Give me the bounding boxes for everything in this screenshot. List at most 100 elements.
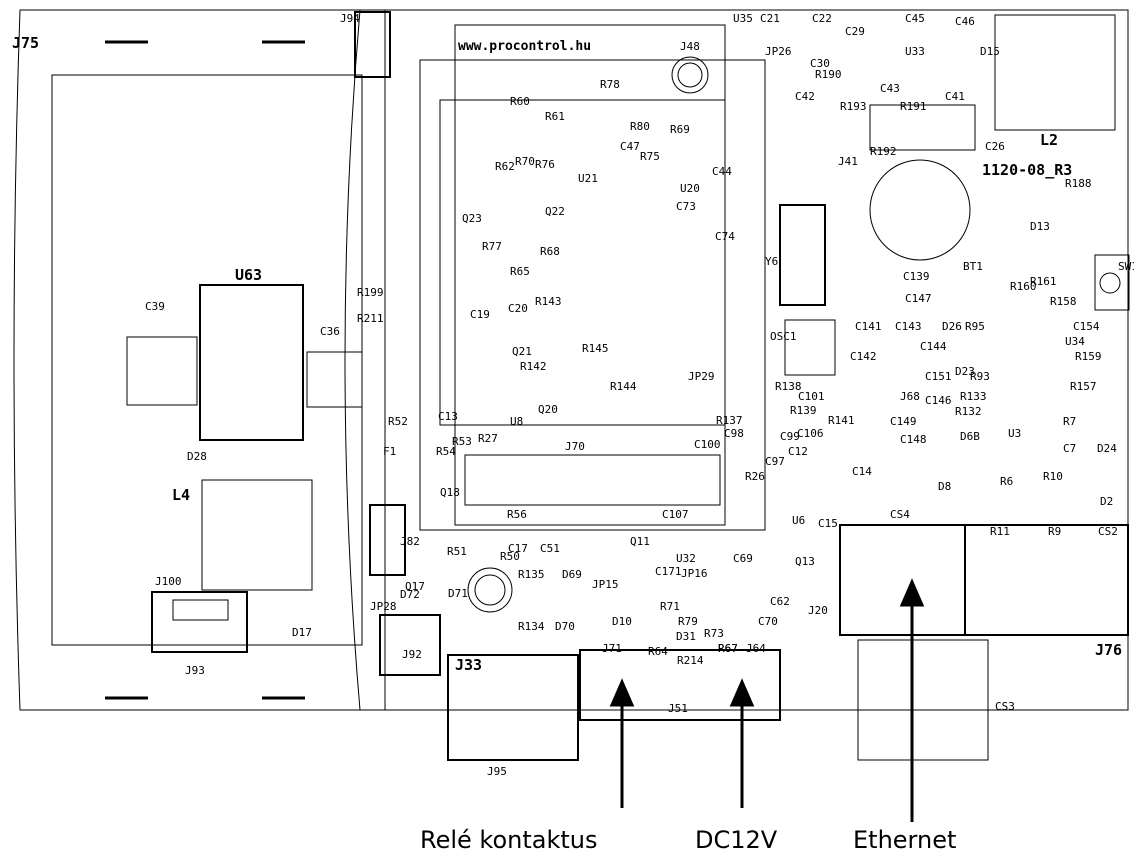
caption-relay: Relé kontaktus [420, 826, 598, 854]
component-label-c41: C41 [945, 90, 965, 103]
component-big-j33: J33 [455, 656, 482, 674]
component-label-bt1: BT1 [963, 260, 983, 273]
component-label-c70: C70 [758, 615, 778, 628]
component-label-c62: C62 [770, 595, 790, 608]
component-label-j95: J95 [487, 765, 507, 778]
component-label-y6: Y6 [765, 255, 778, 268]
component-label-r133: R133 [960, 390, 987, 403]
component-label-r67: R67 [718, 642, 738, 655]
component-label-r70: R70 [515, 155, 535, 168]
component-label-q21: Q21 [512, 345, 532, 358]
component-label-c74: C74 [715, 230, 735, 243]
component-label-r160: R160 [1010, 280, 1037, 293]
component-label-c144: C144 [920, 340, 947, 353]
component-label-jp26: JP26 [765, 45, 792, 58]
component-label-c69: C69 [733, 552, 753, 565]
component-label-c73: C73 [676, 200, 696, 213]
component-big-u63: U63 [235, 266, 262, 284]
component-label-j92: J92 [402, 648, 422, 661]
component-label-c26: C26 [985, 140, 1005, 153]
component-label-c29: C29 [845, 25, 865, 38]
component-label-c47: C47 [620, 140, 640, 153]
component-label-r64: R64 [648, 645, 668, 658]
component-label-j48: J48 [680, 40, 700, 53]
component-label-q18: Q18 [440, 486, 460, 499]
left-module [105, 40, 363, 700]
board-outline [13, 9, 1129, 711]
component-label-d10: D10 [612, 615, 632, 628]
component-label-j93: J93 [185, 664, 205, 677]
component-label-r144: R144 [610, 380, 637, 393]
component-label-r135: R135 [518, 568, 545, 581]
component-label-r95: R95 [965, 320, 985, 333]
component-label-r192: R192 [870, 145, 897, 158]
component-label-r60: R60 [510, 95, 530, 108]
component-label-cs3: CS3 [995, 700, 1015, 713]
component-label-r71: R71 [660, 600, 680, 613]
component-label-jp28: JP28 [370, 600, 397, 613]
component-label-c171: C171 [655, 565, 682, 578]
component-label-c20: C20 [508, 302, 528, 315]
component-label-c151: C151 [925, 370, 952, 383]
component-label-u33: U33 [905, 45, 925, 58]
component-label-r11: R11 [990, 525, 1010, 538]
component-label-jp16: JP16 [681, 567, 708, 580]
component-label-r134: R134 [518, 620, 545, 633]
component-label-cs2: CS2 [1098, 525, 1118, 538]
component-label-r199: R199 [357, 286, 384, 299]
component-label-c154: C154 [1073, 320, 1100, 333]
component-label-r161: R161 [1030, 275, 1057, 288]
component-label-r51: R51 [447, 545, 467, 558]
url-label: www.procontrol.hu [458, 39, 591, 54]
component-label-r139: R139 [790, 404, 817, 417]
component-label-r65: R65 [510, 265, 530, 278]
component-label-c17: C17 [508, 542, 528, 555]
component-label-c141: C141 [855, 320, 882, 333]
component-label-c139: C139 [903, 270, 930, 283]
component-label-q17: Q17 [405, 580, 425, 593]
component-label-c43: C43 [880, 82, 900, 95]
caption-dc12v: DC12V [695, 826, 778, 854]
component-label-c12: C12 [788, 445, 808, 458]
component-label-c39: C39 [145, 300, 165, 313]
component-label-c13: C13 [438, 410, 458, 423]
component-label-r56: R56 [507, 508, 527, 521]
component-label-q20: Q20 [538, 403, 558, 416]
component-label-r159: R159 [1075, 350, 1102, 363]
component-label-osc1: OSC1 [770, 330, 797, 343]
component-label-d2: D2 [1100, 495, 1113, 508]
component-label-f1: F1 [383, 445, 396, 458]
component-label-d26: D26 [942, 320, 962, 333]
component-label-r52: R52 [388, 415, 408, 428]
component-label-r143: R143 [535, 295, 562, 308]
component-label-j94: J94 [340, 12, 360, 25]
component-label-j100: J100 [155, 575, 182, 588]
component-label-r138: R138 [775, 380, 802, 393]
component-label-r214: R214 [677, 654, 704, 667]
component-label-c98: C98 [724, 427, 744, 440]
component-label-c22: C22 [812, 12, 832, 25]
component-label-c46: C46 [955, 15, 975, 28]
right-parts [447, 14, 1130, 761]
revision-label: 1120-08_R3 [982, 161, 1072, 179]
component-label-c107: C107 [662, 508, 689, 521]
component-label-r132: R132 [955, 405, 982, 418]
component-label-c51: C51 [540, 542, 560, 555]
component-label-r190: R190 [815, 68, 842, 81]
component-label-r68: R68 [540, 245, 560, 258]
component-label-d31: D31 [676, 630, 696, 643]
component-label-d13: D13 [1030, 220, 1050, 233]
component-label-r75: R75 [640, 150, 660, 163]
component-label-d70: D70 [555, 620, 575, 633]
component-label-q23: Q23 [462, 212, 482, 225]
component-label-r26: R26 [745, 470, 765, 483]
component-label-u21: U21 [578, 172, 598, 185]
component-label-c19: C19 [470, 308, 490, 321]
component-label-r7: R7 [1063, 415, 1076, 428]
component-label-d24: D24 [1097, 442, 1117, 455]
component-label-q22: Q22 [545, 205, 565, 218]
component-label-c7: C7 [1063, 442, 1076, 455]
component-label-c146: C146 [925, 394, 952, 407]
component-label-j70: J70 [565, 440, 585, 453]
component-label-r61: R61 [545, 110, 565, 123]
